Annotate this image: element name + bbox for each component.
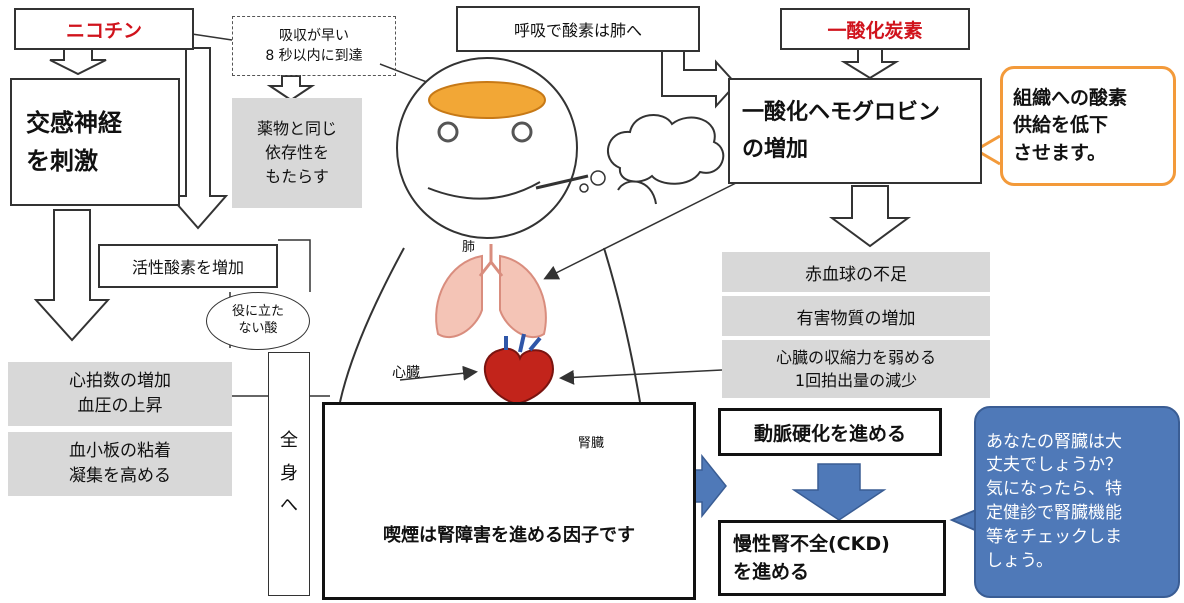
- respiration-box: 呼吸で酸素は肺へ: [456, 6, 700, 52]
- smoke-cloud: [607, 113, 725, 185]
- arrow-sympathetic-down: [33, 209, 111, 342]
- cigarette-icon: [535, 174, 589, 190]
- absorb-note-box: 吸収が早い 8 秒以内に到達: [232, 16, 396, 76]
- brain-icon: [428, 81, 546, 119]
- kidney-box-text: 喫煙は腎障害を進める因子です: [383, 525, 635, 546]
- right-eye: [511, 121, 533, 143]
- arrow-nicotine-down: [49, 47, 107, 76]
- arrow-absorb-down: [266, 75, 316, 102]
- lungs-icon: [435, 244, 547, 339]
- active-oxygen-box: 活性酸素を増加: [98, 244, 278, 288]
- oxygen-callout: 組織への酸素 供給を低下 させます。: [1000, 66, 1176, 186]
- arrow-resp-bend: [661, 47, 738, 109]
- platelet-box: 血小板の粘着 凝集を高める: [8, 432, 232, 496]
- heart-weak-box: 心臓の収縮力を弱める 1回拍出量の減少: [722, 340, 990, 398]
- useless-acid-circle: 役に立た ない酸: [206, 292, 310, 350]
- ckd-check-callout: あなたの腎臓は大 丈夫でしょうか？ 気になったら、特 定健診で腎臓機能 等をチェ…: [974, 406, 1180, 598]
- arrow-hemo-down: [828, 185, 912, 248]
- nicotine-title-box: ニコチン: [14, 8, 194, 50]
- blue-arrow-down: [791, 463, 887, 521]
- kidney-box: 喫煙は腎障害を進める因子です: [322, 402, 696, 600]
- arrow-co-down: [840, 47, 900, 80]
- left-eye: [437, 121, 459, 143]
- drug-dependence-box: 薬物と同じ 依存性を もたらす: [232, 98, 362, 208]
- hemoglobin-box: 一酸化ヘモグロビン の増加: [728, 78, 982, 184]
- heart-label: 心臓: [392, 365, 420, 381]
- kidney-label: 腎臓: [578, 436, 605, 451]
- arteriosclerosis-box: 動脈硬化を進める: [718, 408, 942, 456]
- sympathetic-box: 交感神経 を刺激: [10, 78, 180, 206]
- whole-body-box: 全 身 へ: [268, 352, 310, 596]
- arrow-long-down: [167, 47, 229, 230]
- ckd-box: 慢性腎不全(CKD) を進める: [718, 520, 946, 596]
- rbc-box: 赤血球の不足: [722, 252, 990, 292]
- person-body: [339, 247, 641, 403]
- lung-label: 肺: [462, 240, 476, 255]
- harmful-box: 有害物質の増加: [722, 296, 990, 336]
- heart-icon: [483, 333, 554, 406]
- heart-rate-box: 心拍数の増加 血圧の上昇: [8, 362, 232, 426]
- co-title-box: 一酸化炭素: [780, 8, 970, 50]
- mouth: [427, 181, 541, 200]
